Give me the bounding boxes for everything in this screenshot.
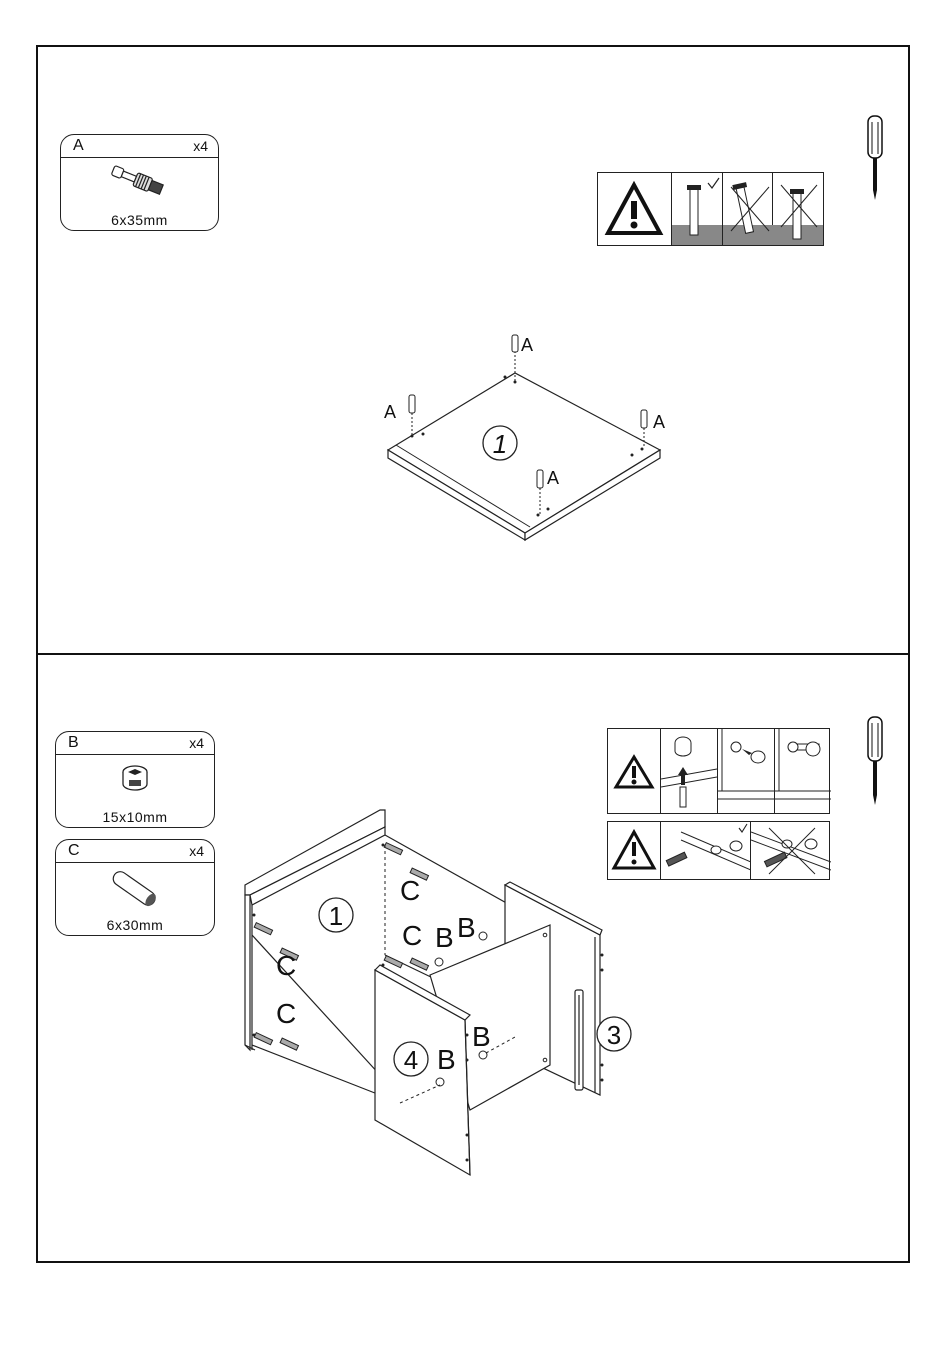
cam-turn-icon xyxy=(718,729,775,813)
check-mark-icon xyxy=(708,178,719,188)
screwdriver-icon xyxy=(862,715,888,812)
cam-insert-icon xyxy=(661,729,718,813)
wrong-depth-icon xyxy=(773,173,823,245)
warning-strip-cam xyxy=(607,728,830,814)
callout-b: B xyxy=(472,1021,491,1052)
callout-a: A xyxy=(521,335,533,355)
callout-c: C xyxy=(402,920,422,951)
warning-triangle-icon xyxy=(608,729,661,813)
callout-b: B xyxy=(435,922,454,953)
dowel-correct-icon xyxy=(661,822,751,879)
correct-depth-icon xyxy=(672,173,723,245)
callout-a: A xyxy=(384,402,396,422)
cam-locked-icon xyxy=(775,729,831,813)
panel-number-label: 3 xyxy=(607,1020,621,1050)
part-b-card: B x4 15x10mm xyxy=(55,731,215,828)
callout-b: B xyxy=(437,1044,456,1075)
step-1-board-diagram: 1 A A A A xyxy=(360,325,680,550)
part-b-header: B x4 xyxy=(56,732,214,755)
cam-bolt-icon xyxy=(61,161,218,201)
panel-number-label: 1 xyxy=(329,901,343,931)
callout-b: B xyxy=(457,912,476,943)
part-a-header: A x4 xyxy=(61,135,218,158)
wrong-angle-icon xyxy=(723,173,773,245)
part-quantity: x4 xyxy=(189,843,204,859)
callout-a: A xyxy=(547,468,559,488)
callout-c: C xyxy=(400,875,420,906)
part-letter: B xyxy=(68,734,79,752)
part-c-header: C x4 xyxy=(56,840,214,863)
dowel-wrong-icon xyxy=(751,822,831,879)
part-quantity: x4 xyxy=(189,735,204,751)
screwdriver-icon xyxy=(862,114,888,207)
part-c-card: C x4 6x30mm xyxy=(55,839,215,936)
part-letter: A xyxy=(73,137,84,155)
part-letter: C xyxy=(68,842,80,860)
panel-number-label: 1 xyxy=(493,429,507,459)
callout-c: C xyxy=(276,950,296,981)
part-size: 6x35mm xyxy=(61,212,218,228)
part-size: 15x10mm xyxy=(56,809,214,825)
panel-number-label: 4 xyxy=(404,1045,418,1075)
part-size: 6x30mm xyxy=(56,917,214,933)
callout-c: C xyxy=(276,998,296,1029)
part-quantity: x4 xyxy=(193,138,208,154)
cam-lock-icon xyxy=(56,758,214,798)
warning-triangle-icon xyxy=(598,173,672,245)
part-a-card: A x4 6x35mm xyxy=(60,134,219,231)
step-2-cabinet-diagram: 1 3 4 C C C C B B B B xyxy=(240,805,660,1185)
callout-a: A xyxy=(653,412,665,432)
dowel-icon xyxy=(56,866,214,906)
warning-strip xyxy=(597,172,824,246)
